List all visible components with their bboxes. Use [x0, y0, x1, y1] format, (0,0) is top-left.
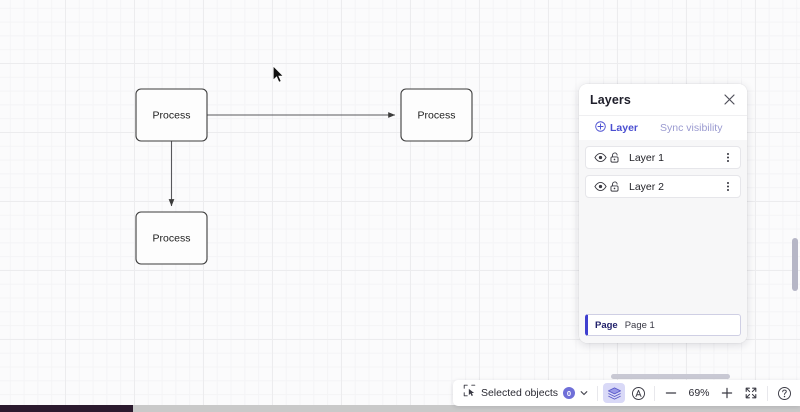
circled-a-icon[interactable] — [627, 383, 649, 403]
selection-count-badge: 0 — [563, 387, 575, 399]
unlock-icon[interactable] — [607, 151, 621, 165]
layer-row[interactable]: Layer 1 — [585, 146, 741, 169]
zoom-in-button[interactable] — [716, 383, 738, 403]
plus-circle-icon — [595, 121, 606, 135]
eye-icon[interactable] — [593, 180, 607, 194]
layers-panel-footer: Page Page 1 — [579, 314, 747, 343]
kebab-menu-icon[interactable] — [722, 151, 734, 165]
page-label: Page — [595, 319, 618, 331]
panel-title: Layers — [590, 92, 631, 107]
toolbar-divider — [597, 385, 598, 401]
sync-visibility-button[interactable]: Sync visibility — [660, 122, 723, 134]
layer-name: Layer 2 — [629, 180, 665, 193]
fit-to-screen-icon[interactable] — [740, 383, 762, 403]
layers-stack-icon[interactable] — [603, 383, 625, 403]
toolbar-divider — [767, 385, 768, 401]
kebab-menu-icon[interactable] — [722, 180, 734, 194]
layers-list: Layer 1 — [579, 140, 747, 314]
diagram-node-process-2[interactable]: Process — [400, 88, 473, 142]
add-layer-label: Layer — [610, 122, 639, 134]
layers-panel: Layers Layer Sync visibility — [579, 84, 747, 343]
chevron-down-icon[interactable] — [580, 384, 588, 402]
node-label: Process — [153, 232, 191, 244]
node-label: Process — [153, 109, 191, 121]
zoom-out-button[interactable] — [660, 383, 682, 403]
zoom-level-label[interactable]: 69% — [688, 387, 710, 399]
layers-panel-actions: Layer Sync visibility — [579, 115, 747, 140]
add-layer-button[interactable]: Layer — [595, 121, 638, 135]
layer-name: Layer 1 — [629, 151, 665, 164]
diagram-node-process-3[interactable]: Process — [135, 211, 208, 265]
selection-cursor-icon — [463, 384, 476, 402]
bottom-scrollbar-thumb[interactable] — [0, 405, 133, 412]
selected-objects-dropdown[interactable]: Selected objects 0 — [461, 383, 592, 403]
eye-icon[interactable] — [593, 151, 607, 165]
toolbar-divider — [654, 385, 655, 401]
diagram-node-process-1[interactable]: Process — [135, 88, 208, 142]
unlock-icon[interactable] — [607, 180, 621, 194]
page-name: Page 1 — [624, 319, 655, 331]
bottom-toolbar: Selected objects 0 — [452, 380, 800, 406]
vertical-scrollbar-track[interactable] — [791, 0, 800, 386]
layers-panel-header: Layers — [579, 84, 747, 115]
node-label: Process — [418, 109, 456, 121]
bottom-scrollbar-track[interactable] — [0, 405, 800, 412]
vertical-scrollbar-thumb[interactable] — [792, 238, 798, 291]
layer-row[interactable]: Layer 2 — [585, 175, 741, 198]
close-icon[interactable] — [722, 92, 737, 107]
horizontal-scrollbar-thumb[interactable] — [611, 374, 730, 379]
page-selector[interactable]: Page Page 1 — [585, 314, 741, 336]
selected-objects-label: Selected objects — [480, 387, 558, 399]
help-circle-icon[interactable] — [773, 383, 795, 403]
